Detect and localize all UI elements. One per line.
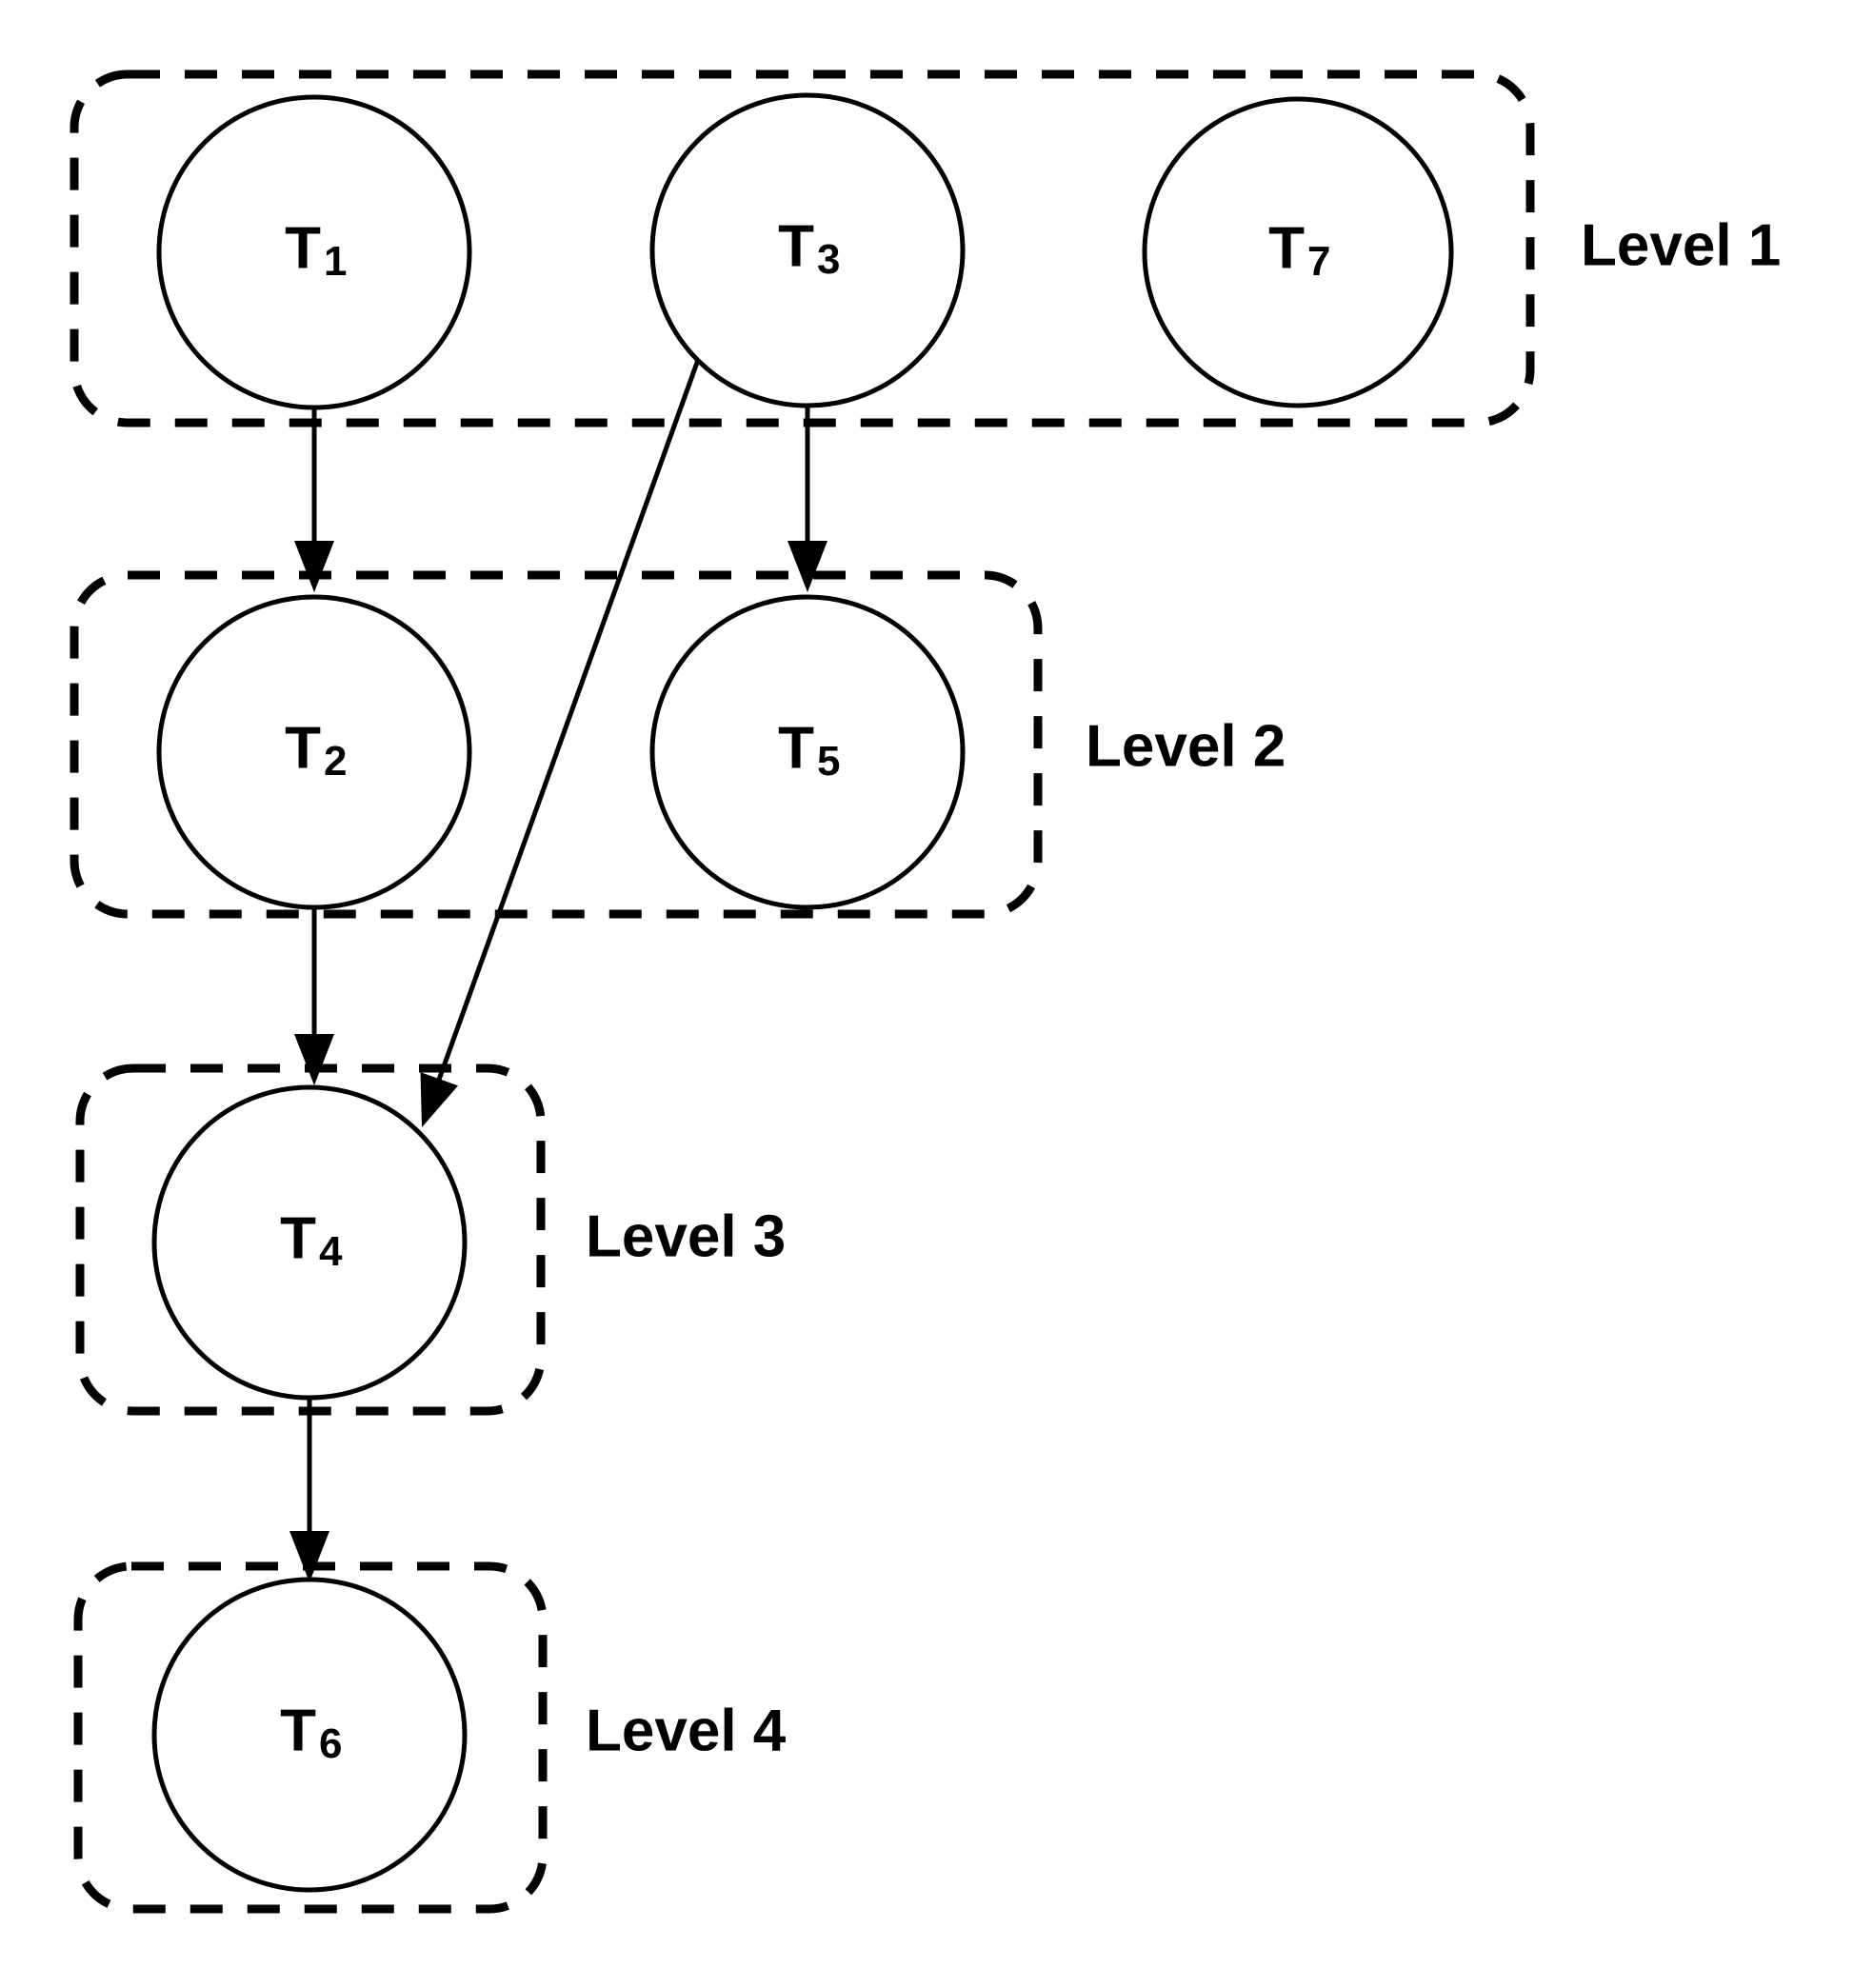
task-node-circle — [156, 594, 472, 910]
edge-t4-to-t6[interactable] — [289, 1398, 329, 1582]
task-node-circle — [649, 92, 966, 408]
edge-t3-to-t5[interactable] — [787, 406, 827, 592]
edge-t2-to-t4[interactable] — [294, 907, 334, 1085]
level-label-2: Level 2 — [1086, 713, 1286, 779]
task-node-subscript: 1 — [324, 238, 347, 285]
task-node-label: T — [1268, 215, 1305, 281]
task-node-label: T — [778, 715, 814, 781]
task-node-circle — [1142, 96, 1454, 408]
arrow-head-icon — [294, 1034, 334, 1085]
level-label-1: Level 1 — [1581, 212, 1781, 278]
task-node-subscript: 4 — [319, 1228, 343, 1275]
task-node-subscript: 6 — [319, 1720, 342, 1767]
task-node-subscript: 2 — [324, 738, 347, 785]
task-node-circle — [151, 1084, 468, 1401]
task-node-subscript: 3 — [817, 236, 840, 283]
edges-layer — [289, 359, 827, 1582]
arrow-head-icon — [787, 541, 827, 592]
edge-t1-to-t2[interactable] — [294, 408, 334, 592]
task-node-subscript: 5 — [817, 738, 840, 785]
task-node-label: T — [285, 215, 321, 281]
arrow-head-icon — [420, 1072, 459, 1127]
task-node-subscript: 7 — [1307, 238, 1330, 285]
arrow-head-icon — [289, 1531, 329, 1582]
arrow-head-icon — [294, 541, 334, 592]
level-group-box-2[interactable] — [70, 570, 1043, 919]
edge-t3-to-t4[interactable] — [420, 359, 701, 1127]
task-node-circle — [156, 94, 472, 410]
level-label-3: Level 3 — [586, 1203, 786, 1269]
task-node-label: T — [285, 715, 321, 781]
level-label-4: Level 4 — [586, 1698, 787, 1763]
task-node-circle — [649, 594, 966, 910]
task-node-label: T — [280, 1698, 316, 1763]
task-node-circle — [151, 1577, 468, 1893]
task-node-label: T — [280, 1205, 316, 1271]
task-node-label: T — [778, 213, 814, 279]
edge-shaft — [434, 359, 701, 1085]
level-group-box-1[interactable] — [70, 70, 1535, 427]
